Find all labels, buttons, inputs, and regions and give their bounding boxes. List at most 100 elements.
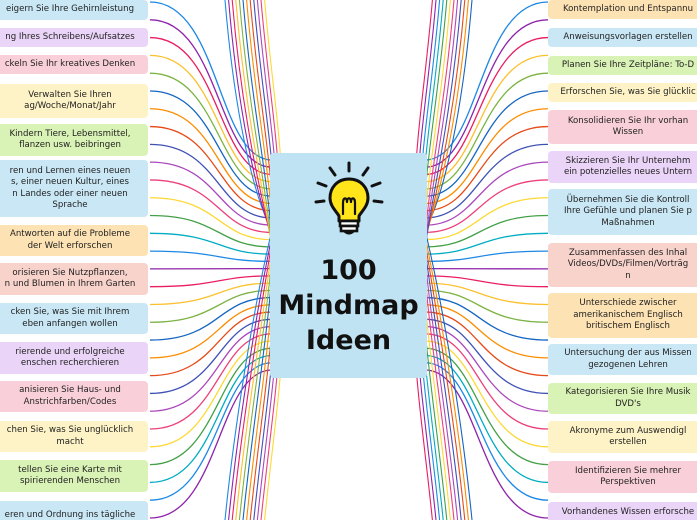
left-branch-node-label: anisieren Sie Haus- und Anstrichfarben/C… [19, 385, 121, 407]
lightbulb-icon [314, 161, 384, 235]
connector-line [424, 354, 549, 484]
right-branch-node[interactable]: Vorhandenes Wissen erforsche [548, 502, 697, 520]
right-branch-node-label: Übernehmen Sie die Kontroll Ihre Gefühle… [563, 194, 693, 228]
right-branch-node[interactable]: Übernehmen Sie die Kontroll Ihre Gefühle… [548, 189, 697, 235]
connector-line [424, 232, 549, 255]
central-title-line-2: Mindmap [278, 290, 419, 321]
connector-line [424, 161, 549, 226]
right-branch-node[interactable]: Unterschiede zwischer amerikanischem Eng… [548, 293, 697, 338]
connector-line [424, 108, 549, 205]
left-branch-node[interactable]: eigern Sie Ihre Gehirnleistung [0, 0, 148, 20]
central-title: 100 Mindmap Ideen [270, 253, 427, 358]
left-branch-node[interactable]: anisieren Sie Haus- und Anstrichfarben/C… [0, 381, 148, 412]
connector-line [424, 1, 549, 161]
connector-line [149, 354, 273, 484]
right-branch-node[interactable]: Kontemplation und Entspannu [548, 0, 697, 19]
connector-line [424, 19, 549, 168]
left-branch-node[interactable]: tellen Sie eine Karte mit spirierenden M… [0, 460, 148, 492]
connector-line [424, 90, 549, 197]
right-branch-node-label: Zusammenfassen des Inhal Videos/DVDs/Fil… [567, 247, 689, 281]
connector-line [149, 362, 273, 501]
right-branch-node[interactable]: Planen Sie Ihre Zeitpläne: To-D [548, 56, 697, 75]
connector-line [149, 90, 273, 197]
right-branch-node[interactable]: Zusammenfassen des Inhal Videos/DVDs/Fil… [548, 243, 697, 287]
right-branch-node[interactable]: Kategorisieren Sie Ihre Musik DVD's [548, 383, 697, 414]
connector-line [149, 161, 273, 226]
connector-line [424, 304, 549, 359]
connector-line [149, 232, 273, 255]
connector-line [149, 275, 273, 288]
left-branch-node[interactable]: rierende und erfolgreiche enschen recher… [0, 342, 148, 374]
right-branch-node[interactable]: Akronyme zum Auswendigl erstellen [548, 421, 697, 453]
right-branch-node[interactable]: Skizzieren Sie Ihr Unternehm ein potenzi… [548, 151, 697, 183]
left-branch-node[interactable]: Kindern Tiere, Lebensmittel, flanzen usw… [0, 124, 148, 156]
central-topic[interactable]: 100 Mindmap Ideen [270, 153, 427, 378]
connector-line [424, 36, 549, 176]
left-branch-node[interactable]: eren und Ordnung ins tägliche [0, 501, 148, 520]
left-branch-node-label: Kindern Tiere, Lebensmittel, flanzen usw… [9, 128, 131, 150]
connector-line [424, 282, 549, 306]
connector-line [424, 125, 549, 212]
connector-line [149, 347, 273, 466]
connector-line [149, 197, 273, 241]
left-branch-node-label: orisieren Sie Nutzpflanzen, n und Blumen… [4, 267, 136, 289]
right-branch-node-label: Konsolidieren Sie Ihr vorhan Wissen [567, 115, 689, 137]
left-branch-node[interactable]: ren und Lernen eines neuen s, einer neue… [0, 160, 148, 217]
right-branch-node-label: Planen Sie Ihre Zeitpläne: To-D [561, 59, 695, 70]
connector-line [424, 275, 549, 288]
connector-line [149, 54, 273, 183]
right-branch-node-label: Unterschiede zwischer amerikanischem Eng… [573, 298, 683, 332]
left-branch-node-label: Verwalten Sie Ihren ag/Woche/Monat/Jahr [24, 89, 116, 111]
left-branch-node-label: chen Sie, was Sie unglücklich macht [6, 425, 134, 447]
connector-line [424, 340, 549, 448]
connector-line [149, 179, 273, 234]
connector-line [149, 214, 273, 248]
left-branch-node[interactable]: Antworten auf die Probleme der Welt erfo… [0, 225, 148, 256]
left-branch-node-label: eren und Ordnung ins tägliche [4, 510, 136, 520]
connector-line [424, 214, 549, 248]
left-branch-node[interactable]: Verwalten Sie Ihren ag/Woche/Monat/Jahr [0, 84, 148, 118]
left-branch-node-label: rierende und erfolgreiche enschen recher… [15, 346, 125, 368]
connector-line [424, 197, 549, 241]
right-branch-node[interactable]: Konsolidieren Sie Ihr vorhan Wissen [548, 110, 697, 144]
central-title-line-3: Ideen [305, 325, 392, 356]
left-branch-node-label: Antworten auf die Probleme der Welt erfo… [9, 229, 131, 251]
left-branch-node[interactable]: cken Sie, was Sie mit Ihrem eben anfange… [0, 303, 148, 334]
connector-line [424, 318, 549, 395]
connector-line [149, 340, 273, 448]
right-branch-node[interactable]: Anweisungsvorlagen erstellen [548, 28, 697, 47]
left-branch-node[interactable]: ng Ihres Schreibens/Aufsatzes [0, 28, 148, 47]
right-branch-node-label: Identifizieren Sie mehrer Perspektiven [574, 465, 682, 487]
connector-line [424, 296, 549, 341]
right-branch-node[interactable]: Untersuchung der aus Missen gezogenen Le… [548, 344, 697, 375]
connector-line [149, 296, 273, 341]
connector-line [424, 54, 549, 183]
left-branch-node[interactable]: ckeln Sie Ihr kreatives Denken [0, 55, 148, 74]
left-branch-node-label: ren und Lernen eines neuen s, einer neue… [9, 165, 131, 210]
connector-line [149, 1, 273, 161]
connector-line [149, 36, 273, 176]
connector-line [424, 250, 549, 263]
right-branch-node[interactable]: Identifizieren Sie mehrer Perspektiven [548, 461, 697, 493]
connector-line [149, 304, 273, 359]
left-branch-node-label: ng Ihres Schreibens/Aufsatzes [5, 31, 135, 42]
right-branch-node-label: Erforschen Sie, was Sie glücklic [560, 86, 696, 97]
connector-line [424, 289, 549, 323]
connector-line [149, 250, 273, 263]
connector-line [149, 282, 273, 306]
left-branch-node[interactable]: chen Sie, was Sie unglücklich macht [0, 421, 148, 452]
connector-line [149, 72, 273, 190]
connector-line [149, 143, 273, 219]
connector-line [424, 72, 549, 190]
connector-line [149, 289, 273, 323]
right-branch-node[interactable]: Erforschen Sie, was Sie glücklic [548, 83, 697, 102]
left-branch-node-label: ckeln Sie Ihr kreatives Denken [4, 58, 136, 69]
connector-line [149, 333, 273, 430]
connector-line [149, 108, 273, 205]
left-branch-node-label: cken Sie, was Sie mit Ihrem eben anfange… [10, 307, 130, 329]
right-branch-node-label: Kategorisieren Sie Ihre Musik DVD's [565, 387, 691, 409]
left-branch-node-label: eigern Sie Ihre Gehirnleistung [5, 4, 135, 15]
right-branch-node-label: Akronyme zum Auswendigl erstellen [569, 425, 687, 447]
left-branch-node[interactable]: orisieren Sie Nutzpflanzen, n und Blumen… [0, 263, 148, 295]
